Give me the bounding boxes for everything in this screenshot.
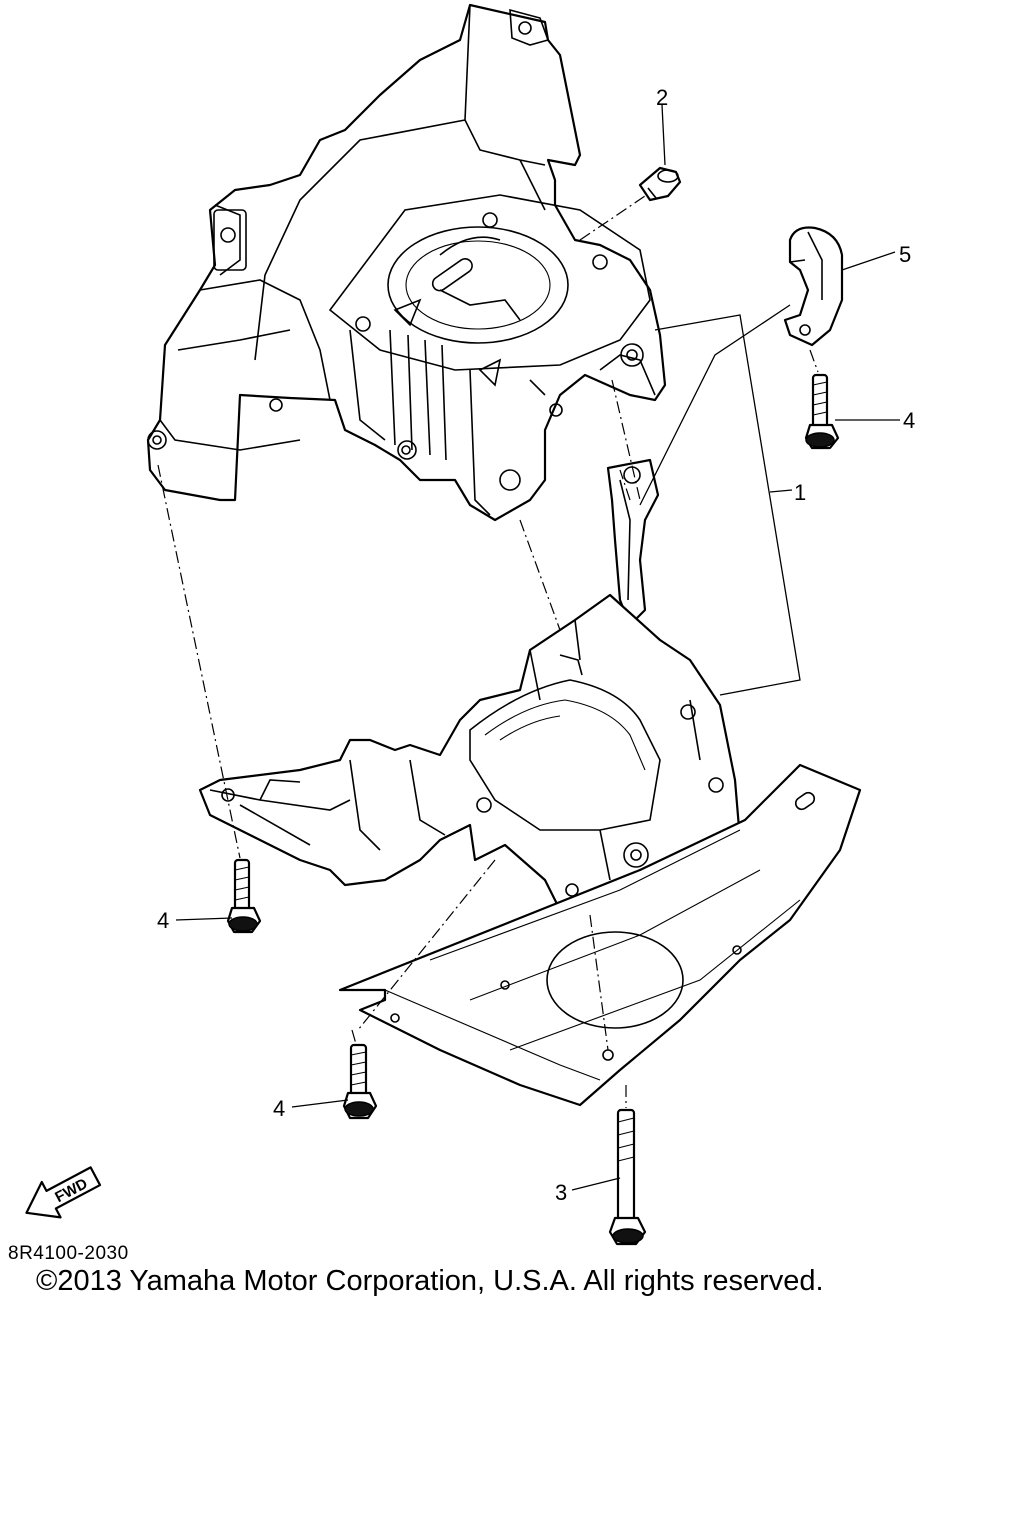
callout-3: 3 (555, 1180, 567, 1205)
callout-2: 2 (656, 85, 668, 110)
callout-4-bottom: 4 (273, 1096, 285, 1121)
plug-part-2 (638, 166, 682, 202)
base-plate (338, 763, 862, 1107)
bolt-4-left (226, 858, 262, 934)
upper-crankcase (146, 3, 667, 522)
clamp-part-5 (783, 226, 844, 347)
diagram-code: 8R4100-2030 (8, 1243, 129, 1264)
leader-lines (175, 104, 900, 1191)
copyright-notice: ©2013 Yamaha Motor Corporation, U.S.A. A… (36, 1265, 824, 1297)
fwd-arrow-icon: FWD (25, 1166, 102, 1219)
callout-4-left: 4 (157, 908, 169, 933)
lower-crankcase (198, 593, 742, 912)
callout-5: 5 (899, 242, 911, 267)
alignment-lines (157, 195, 819, 1108)
bolt-4-bottom (342, 1043, 378, 1120)
callout-1: 1 (794, 480, 806, 505)
crankcase-center-piece (606, 458, 660, 627)
bolt-3-long (608, 1108, 647, 1246)
callout-4-right: 4 (903, 408, 915, 433)
bolt-4-right (804, 373, 840, 450)
